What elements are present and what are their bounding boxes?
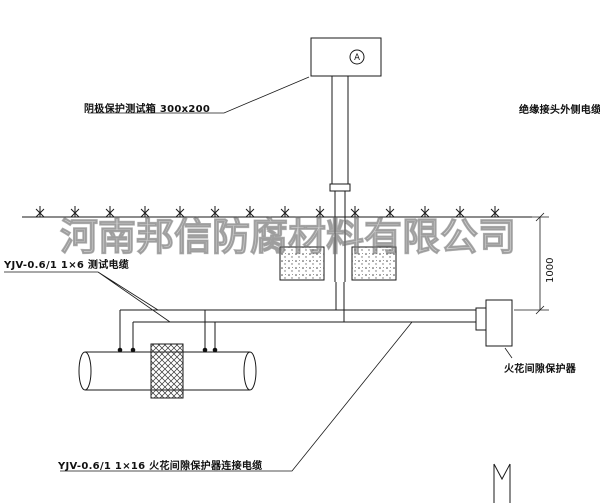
label-test-box: 阴极保护测试箱 300x200 [84, 104, 211, 115]
grass-mark [420, 206, 430, 218]
spark-gap-protector [475, 299, 513, 347]
grass-mark [105, 206, 115, 218]
conduit [331, 75, 349, 185]
grass-mark [210, 206, 220, 218]
label-spark-protector: 火花间隙保护器 [504, 364, 577, 375]
label-connect-cable: YJV-0.6/1 1×16 火花间隙保护器连接电缆 [58, 461, 263, 472]
grass-mark [35, 206, 45, 218]
pipe-end-right [243, 351, 257, 391]
grass-mark [280, 206, 290, 218]
label-outer-cable: 绝缘接头外侧电缆 [519, 105, 600, 116]
conduit-lower [334, 191, 346, 282]
leader-test-cable [4, 271, 171, 323]
weld-point [117, 347, 123, 353]
grass-mark [245, 206, 255, 218]
ground-marks [35, 206, 500, 218]
leader-lines [4, 76, 513, 472]
detail-symbol-lines [493, 464, 511, 503]
grass-mark [350, 206, 360, 218]
dim-tick [535, 212, 545, 315]
leader-test-box [88, 76, 310, 114]
weld-point [202, 347, 208, 353]
conduit-coupling [329, 183, 351, 192]
label-test-cable: YJV-0.6/1 1×6 测试电缆 [4, 260, 130, 271]
concrete-block-right [351, 246, 397, 281]
grass-mark [455, 206, 465, 218]
grass-mark [140, 206, 150, 218]
pipeline [78, 343, 257, 399]
leader-connect-cable [60, 321, 413, 472]
ammeter-letter: A [354, 53, 360, 63]
insulating-joint [150, 343, 184, 399]
spark-gap-stub [475, 307, 487, 331]
dim-text: 1000 [545, 258, 556, 283]
test-box [310, 37, 382, 77]
spark-gap-body [485, 299, 513, 347]
leader-spark-gap [504, 347, 513, 359]
detail-symbol-notch [493, 463, 511, 481]
pipe-end-left [78, 351, 92, 391]
cable-lines [119, 282, 476, 349]
ammeter-symbol [349, 49, 365, 65]
grass-mark [70, 206, 80, 218]
weld-point [212, 347, 218, 353]
grass-mark [175, 206, 185, 218]
weld-point [130, 347, 136, 353]
concrete-block-left [279, 246, 325, 281]
grass-mark [385, 206, 395, 218]
dimension-1000: 1000 [514, 212, 556, 315]
detail-symbol [493, 463, 511, 503]
grass-mark [490, 206, 500, 218]
grass-mark [315, 206, 325, 218]
